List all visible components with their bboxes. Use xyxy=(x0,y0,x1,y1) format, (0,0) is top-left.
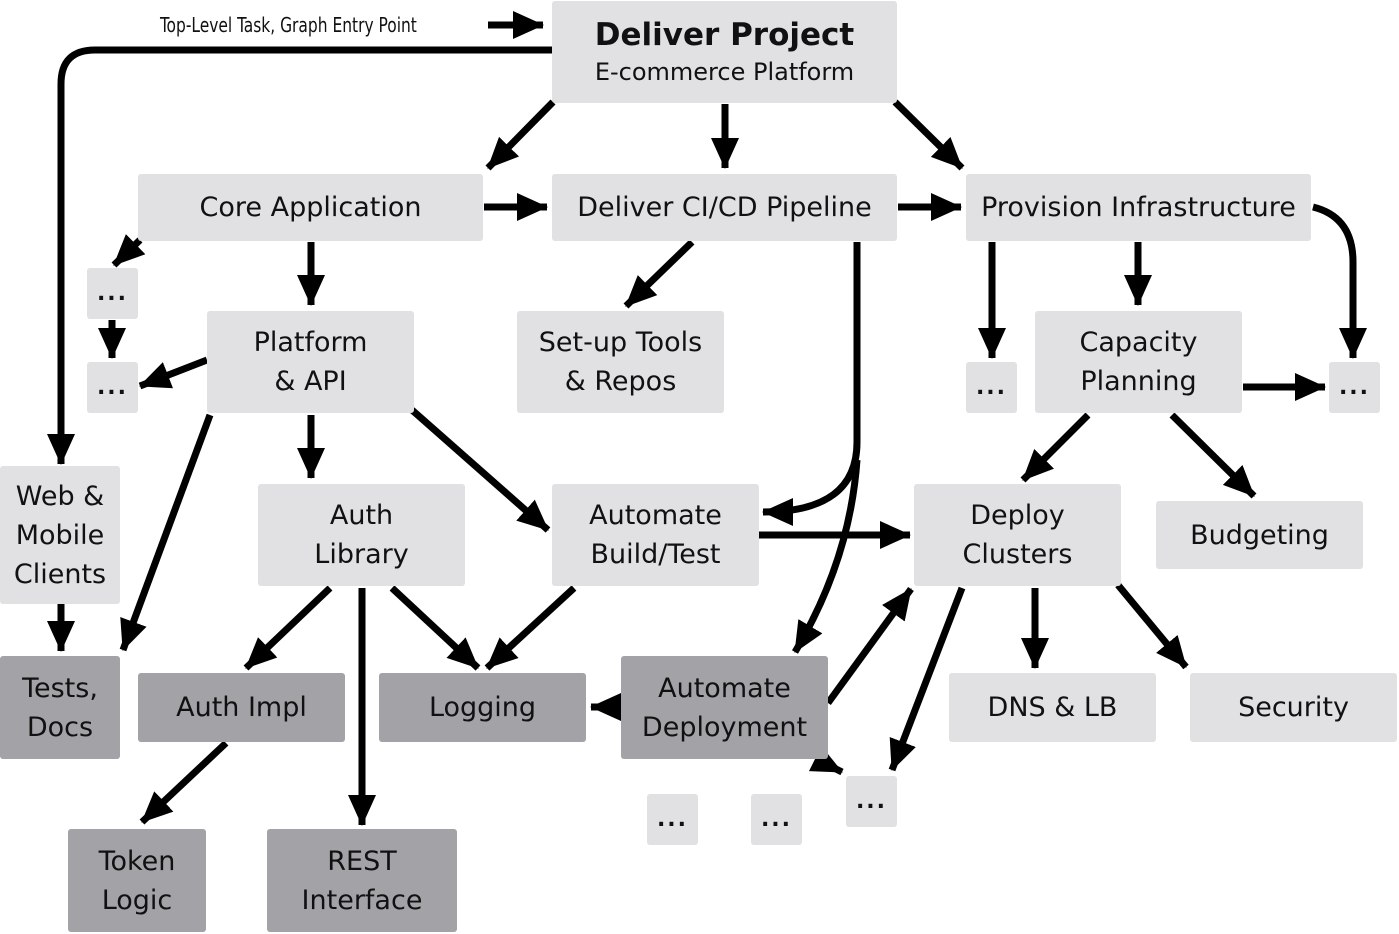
node-ellipsis[interactable]: ... xyxy=(751,794,802,845)
node-label: Clusters xyxy=(962,539,1073,570)
node-label: Web & xyxy=(15,480,105,512)
arrow-cicd-to-build xyxy=(762,242,861,526)
node-label: Planning xyxy=(1080,366,1197,397)
node-ellipsis[interactable]: ... xyxy=(87,268,138,319)
node-rest-interface[interactable]: REST Interface xyxy=(267,829,457,932)
node-provision-infrastructure[interactable]: Provision Infrastructure xyxy=(966,174,1311,241)
arrow-deployment-to-ellipsis xyxy=(808,746,844,776)
arrow-cicd-to-deployment xyxy=(791,459,861,654)
node-automate-build-test[interactable]: Automate Build/Test xyxy=(552,484,759,586)
node-label: & Repos xyxy=(564,366,677,397)
arrow-platform-to-build xyxy=(409,407,551,533)
node-cicd-pipeline[interactable]: Deliver CI/CD Pipeline xyxy=(552,174,897,241)
node-title: Deliver Project xyxy=(594,17,855,53)
node-ellipsis[interactable]: ... xyxy=(846,776,897,827)
node-auth-impl[interactable]: Auth Impl xyxy=(138,673,345,742)
arrow-project-to-infra xyxy=(892,99,965,171)
arrow-deployment-to-clusters xyxy=(825,586,914,706)
node-label: Automate xyxy=(658,672,791,704)
node-deploy-clusters[interactable]: Deploy Clusters xyxy=(914,484,1121,586)
arrow-core-to-ellipsis xyxy=(111,234,146,268)
entry-point-label: Top-Level Task, Graph Entry Point xyxy=(160,13,417,37)
node-label: Capacity xyxy=(1079,327,1198,358)
node-auth-library[interactable]: Auth Library xyxy=(258,484,465,586)
node-label: Logging xyxy=(428,692,537,723)
node-label: Tests, xyxy=(22,672,98,704)
node-label: Security xyxy=(1238,692,1349,723)
node-security[interactable]: Security xyxy=(1190,673,1397,742)
node-label: Automate xyxy=(589,500,722,531)
node-label: Build/Test xyxy=(590,539,721,570)
node-ellipsis[interactable]: ... xyxy=(966,362,1017,413)
arrow-cicd-to-setup xyxy=(623,239,695,309)
node-ellipsis[interactable]: ... xyxy=(87,362,138,413)
node-capacity-planning[interactable]: Capacity Planning xyxy=(1035,311,1242,413)
node-label: DNS & LB xyxy=(987,692,1118,723)
arrow-clusters-to-security xyxy=(1115,582,1189,670)
node-dns-lb[interactable]: DNS & LB xyxy=(949,673,1156,742)
node-budgeting[interactable]: Budgeting xyxy=(1156,501,1363,569)
node-core-application[interactable]: Core Application xyxy=(138,174,483,241)
arrow-project-to-web-clients xyxy=(47,46,552,465)
arrow-auth-to-logging xyxy=(389,585,481,671)
node-label: REST xyxy=(327,845,397,877)
node-token-logic[interactable]: Token Logic xyxy=(68,829,206,932)
arrow-capacity-to-clusters xyxy=(1020,412,1091,483)
node-label: Auth Impl xyxy=(176,692,307,723)
arrow-infra-to-right-ellipsis xyxy=(1312,203,1367,359)
node-label: Token xyxy=(98,845,176,877)
node-label: Set-up Tools xyxy=(538,327,703,358)
node-label: & API xyxy=(274,366,347,397)
node-label: Interface xyxy=(301,884,423,916)
node-tests-docs[interactable]: Tests, Docs xyxy=(0,656,120,759)
node-ellipsis[interactable]: ... xyxy=(1329,362,1380,413)
arrow-build-to-logging xyxy=(484,585,577,671)
node-label: Library xyxy=(314,539,409,570)
node-label: Provision Infrastructure xyxy=(981,192,1296,223)
node-label: Deploy xyxy=(970,500,1065,531)
node-platform-api[interactable]: Platform & API xyxy=(207,311,414,413)
arrow-auth-to-impl xyxy=(243,585,333,671)
node-automate-deployment[interactable]: Automate Deployment xyxy=(621,656,828,759)
node-label: Logic xyxy=(101,884,173,916)
node-label: Docs xyxy=(26,711,94,743)
node-label: Clients xyxy=(13,558,107,590)
arrow-impl-to-token xyxy=(139,740,229,825)
arrow-clusters-to-ellipsis xyxy=(888,586,966,772)
node-logging[interactable]: Logging xyxy=(379,673,586,742)
node-deliver-project[interactable]: Deliver Project E-commerce Platform xyxy=(552,1,897,103)
node-label: Budgeting xyxy=(1190,519,1329,551)
node-setup-tools[interactable]: Set-up Tools & Repos xyxy=(517,311,724,413)
node-label: Deliver CI/CD Pipeline xyxy=(577,192,872,223)
node-label: Mobile xyxy=(15,519,105,551)
node-label: Deployment xyxy=(641,711,808,743)
node-web-mobile-clients[interactable]: Web & Mobile Clients xyxy=(0,466,120,604)
arrow-platform-to-ellipsis xyxy=(138,356,209,390)
node-label: Core Application xyxy=(199,192,422,223)
arrow-project-to-core xyxy=(485,99,556,171)
node-ellipsis[interactable]: ... xyxy=(647,794,698,845)
node-label: Auth xyxy=(329,500,394,531)
arrow-platform-to-tests xyxy=(119,413,214,652)
node-subtitle: E-commerce Platform xyxy=(594,58,855,86)
node-label: Platform xyxy=(253,327,368,358)
arrow-capacity-to-budgeting xyxy=(1169,412,1257,499)
